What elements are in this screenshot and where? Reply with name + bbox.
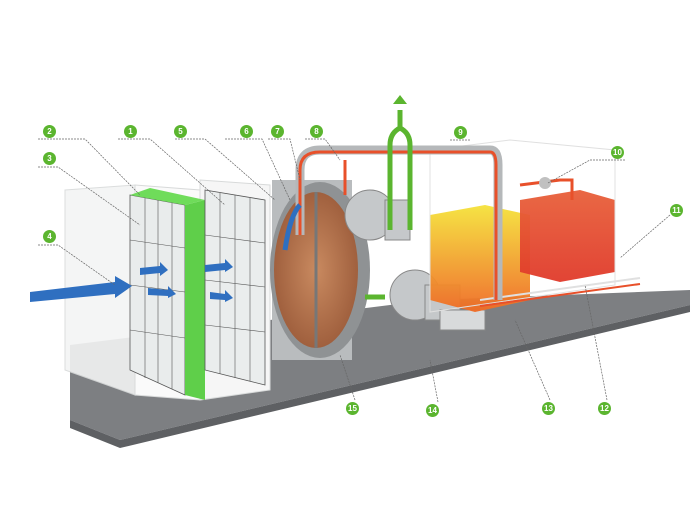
- callout-13: 13: [542, 402, 555, 415]
- callout-2: 2: [43, 125, 56, 138]
- callout-9: 9: [454, 126, 467, 139]
- filter-grid-lines: [129, 193, 266, 389]
- outlet-arrowhead: [393, 95, 407, 104]
- callout-6: 6: [240, 125, 253, 138]
- exhaust-pipe: [479, 277, 641, 307]
- callout-4: 4: [43, 230, 56, 243]
- hot-air-duct: [295, 145, 574, 300]
- callout-8: 8: [310, 125, 323, 138]
- callout-12: 12: [598, 402, 611, 415]
- heater-chamber: [429, 139, 616, 313]
- callout-5: 5: [174, 125, 187, 138]
- callout-11: 11: [670, 204, 683, 217]
- filter-panel-primary: [129, 188, 205, 400]
- callout-10: 10: [611, 146, 624, 159]
- clean-air-outlet-arrows: [365, 110, 413, 300]
- inlet-air-arrows: [30, 203, 302, 302]
- callout-leader-lines: [38, 138, 671, 403]
- callout-14: 14: [426, 404, 439, 417]
- callout-7: 7: [271, 125, 284, 138]
- callout-3: 3: [43, 152, 56, 165]
- callout-1: 1: [124, 125, 137, 138]
- rotor-wheel: [270, 180, 370, 360]
- callout-15: 15: [346, 402, 359, 415]
